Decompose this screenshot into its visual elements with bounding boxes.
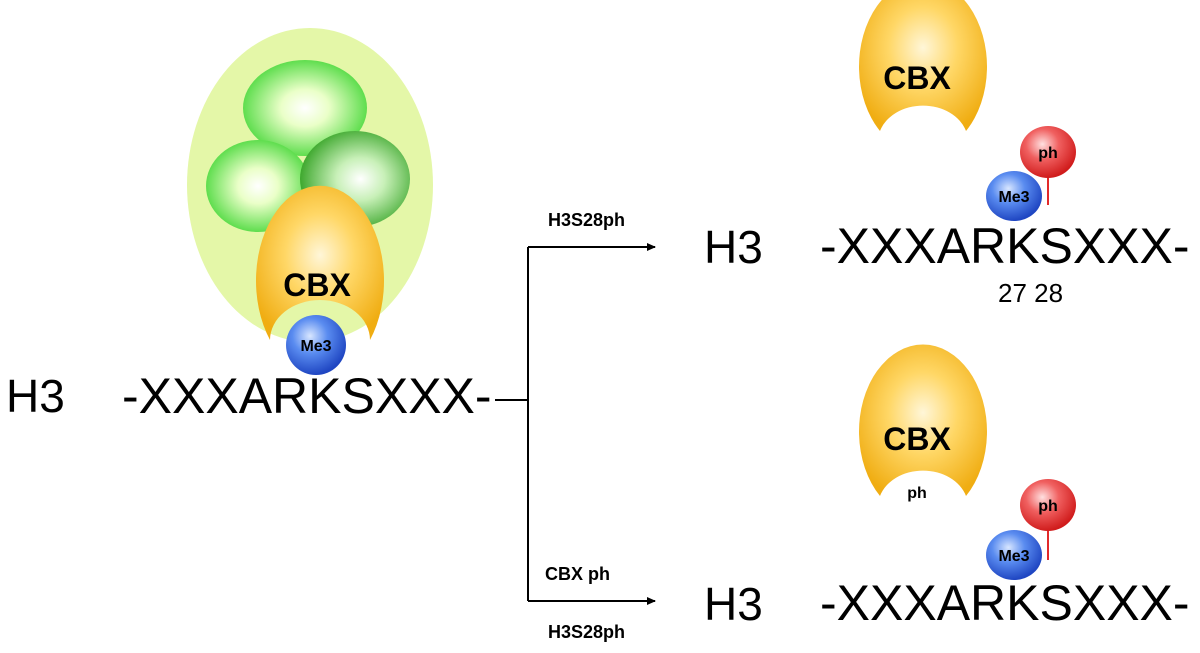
ph-mark-top [1020, 126, 1076, 178]
cbx-shape-top [859, 0, 987, 131]
me3-label: Me3 [300, 338, 331, 355]
me3-label-bottom: Me3 [998, 548, 1029, 565]
branch-arrows: H3S28ph CBX ph H3S28ph [495, 210, 656, 642]
left-h3-label: H3 [6, 370, 65, 422]
ph-label-bottom: ph [1038, 498, 1058, 515]
me3-label-top: Me3 [998, 189, 1029, 206]
left-sequence: -XXXARKSXXX- [122, 368, 492, 424]
top-right-result: CBX ph Me3 H3 -XXXARKSXXX- 27 28 [704, 0, 1190, 308]
residue-positions: 27 28 [998, 278, 1063, 308]
me3-mark-bottom [986, 530, 1042, 580]
bottom-right-result: CBX ph ph Me3 H3 -XXXARKSXXX- [704, 344, 1190, 631]
bottom-arrow-label-top: CBX ph [545, 564, 610, 584]
top-arrow-label: H3S28ph [548, 210, 625, 230]
bottom-arrow-label-bottom: H3S28ph [548, 622, 625, 642]
bottom-h3-label: H3 [704, 578, 763, 630]
ph-label-top: ph [1038, 145, 1058, 162]
top-sequence: -XXXARKSXXX- [820, 218, 1190, 274]
me3-mark [286, 315, 346, 375]
cbx-shape [256, 185, 385, 340]
ph-mark-bottom [1020, 479, 1076, 531]
cbx-label-bottom: CBX [883, 421, 951, 457]
cbx-shape-bottom [858, 344, 987, 496]
bottom-sequence: -XXXARKSXXX- [820, 575, 1190, 631]
green-subunit-top [243, 60, 367, 156]
cbx-label: CBX [283, 267, 351, 303]
left-complex: CBX Me3 H3 -XXXARKSXXX- [6, 28, 492, 424]
me3-mark-top [986, 171, 1042, 221]
top-h3-label: H3 [704, 221, 763, 273]
cbx-label-top: CBX [883, 60, 951, 96]
cbx-ph-label: ph [907, 485, 927, 502]
